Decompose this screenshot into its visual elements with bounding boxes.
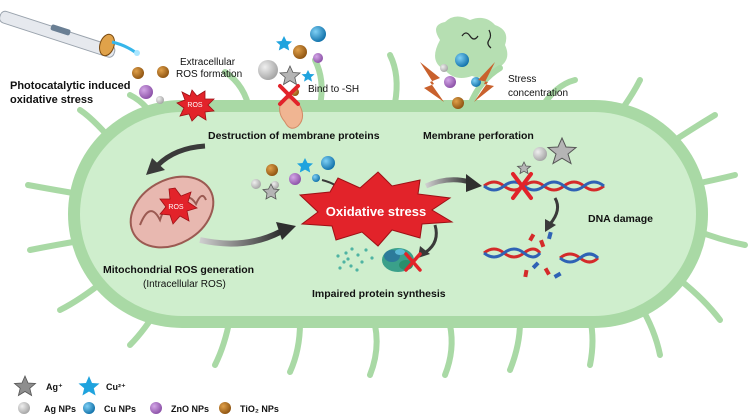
bind-sh-particles <box>258 26 326 96</box>
amino-acid-fragments <box>336 247 374 272</box>
legend-item-cu-np: Cu NPs <box>83 402 136 414</box>
label-extracellular-line1: Extracellular <box>180 57 236 68</box>
legend-item-cu-ion: Cu²⁺ <box>78 376 126 396</box>
ribosome-icon <box>382 248 422 272</box>
ros-burst-extracellular: ROS <box>176 89 215 122</box>
arrow-membrane-to-mito <box>156 143 206 167</box>
arrowhead-to-dna <box>466 174 482 192</box>
star-icon <box>78 376 100 396</box>
membrane-protein-icon <box>278 84 304 129</box>
label-membrane-proteins: Destruction of membrane proteins <box>208 130 380 142</box>
legend-label: Ag NPs <box>44 404 76 414</box>
label-photocatalytic-line2: oxidative stress <box>10 94 93 106</box>
arrowhead-to-stress <box>276 222 296 240</box>
dna-fragments <box>523 231 562 279</box>
label-intracellular-ros: (Intracellular ROS) <box>143 279 226 290</box>
circle-icon <box>18 402 30 414</box>
label-bind-sh: Bind to -SH <box>308 84 359 95</box>
perforation-particles <box>516 136 578 175</box>
legend-item-ag-np: Ag NPs <box>18 402 76 414</box>
label-stress-line1: Stress <box>508 74 536 85</box>
arrow-dna-damage <box>548 197 560 225</box>
arrowhead-to-mito <box>146 158 165 175</box>
arrowhead-dna-damage <box>545 219 556 232</box>
dna-strand-intact <box>483 180 605 192</box>
label-membrane-perforation: Membrane perforation <box>423 130 534 142</box>
extracellular-particles <box>132 66 169 104</box>
arrow-stress-to-protein <box>425 224 438 254</box>
legend-label: Cu NPs <box>104 404 136 414</box>
ros-badge-mito: ROS <box>168 204 184 211</box>
stress-concentration-cluster <box>420 16 508 109</box>
circle-icon <box>219 402 231 414</box>
intracellular-particles <box>251 156 335 200</box>
dna-strand-broken <box>483 247 600 264</box>
label-extracellular-line2: ROS formation <box>176 69 242 80</box>
label-photocatalytic-line1: Photocatalytic induced <box>10 80 130 92</box>
light-pen-icon <box>0 10 140 58</box>
label-stress-line2: concentration <box>508 88 568 99</box>
circle-icon <box>150 402 162 414</box>
mitochondrion-icon: ROS <box>129 175 215 249</box>
oxidative-stress-label: Oxidative stress <box>326 204 426 219</box>
label-protein-synthesis: Impaired protein synthesis <box>312 288 446 300</box>
legend-label: Ag⁺ <box>46 382 63 392</box>
legend-label: Cu²⁺ <box>106 382 126 392</box>
oxidative-stress-burst: Oxidative stress <box>298 171 454 247</box>
legend: Ag⁺ Cu²⁺ Ag NPs Cu NPs ZnO NPs TiO₂ NPs <box>13 374 279 414</box>
legend-item-tio2-np: TiO₂ NPs <box>219 402 279 414</box>
label-dna-damage: DNA damage <box>588 213 653 225</box>
star-icon <box>13 374 37 397</box>
legend-label: TiO₂ NPs <box>240 404 279 414</box>
circle-icon <box>83 402 95 414</box>
legend-item-zno-np: ZnO NPs <box>150 402 209 414</box>
ros-badge-text: ROS <box>187 102 203 109</box>
legend-item-ag-ion: Ag⁺ <box>13 374 63 397</box>
legend-label: ZnO NPs <box>171 404 209 414</box>
dna-damage-x-icon <box>511 172 533 200</box>
arrow-mito-to-stress <box>199 229 282 247</box>
label-mito-ros: Mitochondrial ROS generation <box>103 264 254 276</box>
